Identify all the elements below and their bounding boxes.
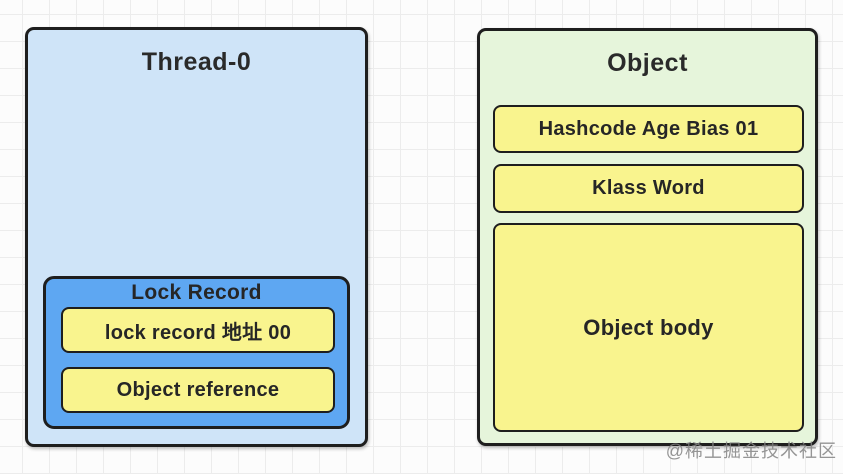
mark-word-cell: Hashcode Age Bias 01 [493, 105, 804, 153]
klass-word-cell: Klass Word [493, 164, 804, 213]
object-box: Object Hashcode Age Bias 01 Klass Word O… [477, 28, 818, 446]
watermark: @稀土掘金技术社区 [665, 441, 837, 461]
object-body-cell: Object body [493, 223, 804, 432]
lock-record-address-cell: lock record 地址 00 [61, 307, 335, 353]
object-reference-cell: Object reference [61, 367, 335, 413]
lock-record-box: Lock Record lock record 地址 00 Object ref… [43, 276, 350, 429]
lock-record-title: Lock Record [131, 281, 262, 304]
object-title: Object [607, 49, 688, 77]
thread-box: Thread-0 Lock Record lock record 地址 00 O… [25, 27, 368, 447]
thread-title: Thread-0 [141, 48, 252, 76]
